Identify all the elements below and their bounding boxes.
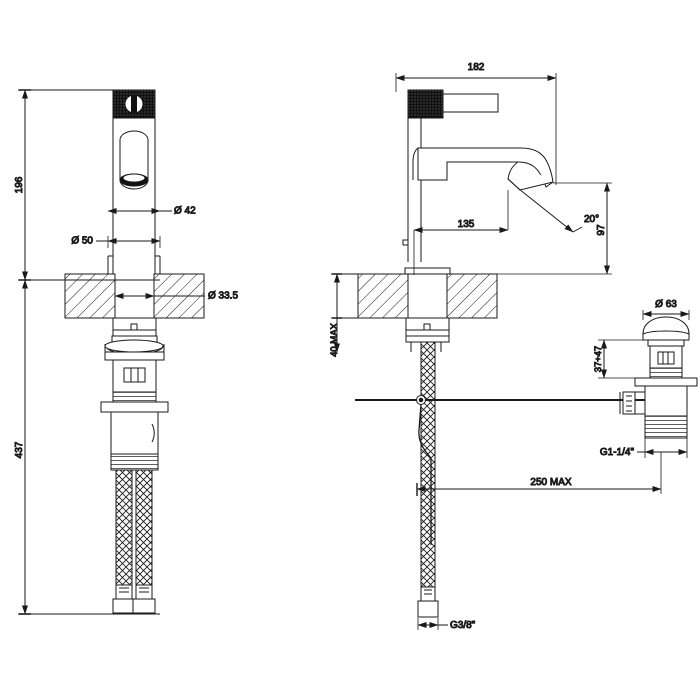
- dim-g114: G1-1/4": [599, 438, 688, 459]
- dim-g38: G3/8": [417, 618, 476, 632]
- dim-37-47-text: 37÷47: [593, 346, 604, 372]
- dim-angle-20: 20°: [518, 188, 600, 233]
- front-body: [112, 118, 156, 274]
- dim-196: 196: [14, 89, 160, 281]
- side-deck-section: [357, 267, 498, 319]
- dim-37-47: 37÷47: [593, 339, 646, 379]
- dim-437-text: 437: [14, 441, 25, 458]
- front-handle-knurl: [112, 89, 156, 119]
- dim-d50: Ø 50: [71, 235, 161, 248]
- front-undersink-assembly: [100, 317, 169, 471]
- dim-250max-text: 250 MAX: [530, 477, 571, 488]
- side-handle: [407, 89, 499, 119]
- waste-flange: [634, 377, 698, 387]
- side-view: 182 135 97 20°: [329, 62, 662, 632]
- dim-d42-text: Ø 42: [174, 206, 196, 217]
- waste-body: [619, 385, 688, 439]
- detail-view-popup-waste: Ø 63 37÷47 G1-1/4": [593, 299, 698, 459]
- front-base-ring: [107, 255, 161, 274]
- dim-97: 97: [497, 182, 612, 275]
- dim-d42: Ø 42: [107, 205, 197, 217]
- dim-d63: Ø 63: [642, 299, 690, 320]
- dim-angle-20-text: 20°: [584, 214, 599, 225]
- dim-d335-text: Ø 33.5: [208, 291, 238, 302]
- dim-135-text: 135: [458, 219, 475, 230]
- front-view: 196 Ø 42 Ø 50 Ø 33.5: [14, 89, 239, 615]
- dim-d50-text: Ø 50: [71, 236, 93, 247]
- dim-135: 135: [413, 190, 509, 275]
- dim-437: 437: [14, 279, 160, 615]
- waste-cap: [642, 316, 690, 341]
- side-undersink-assembly: [405, 317, 450, 352]
- dim-d63-text: Ø 63: [655, 299, 677, 310]
- side-flex-hose: [417, 341, 439, 618]
- dim-g38-text: G3/8": [450, 620, 476, 631]
- dim-40max-text: 40 MAX: [329, 322, 340, 356]
- dim-182: 182: [395, 62, 557, 185]
- side-liftrod: [355, 395, 661, 545]
- dim-g114-text: G1-1/4": [600, 447, 635, 458]
- dim-182-text: 182: [468, 62, 485, 73]
- dim-97-text: 97: [596, 224, 607, 236]
- dim-196-text: 196: [14, 176, 25, 193]
- dim-250max: 250 MAX: [416, 452, 662, 496]
- side-riser: [402, 118, 422, 262]
- waste-stem: [647, 339, 685, 379]
- dim-40max: 40 MAX: [329, 273, 360, 357]
- dim-d335: Ø 33.5: [114, 290, 239, 302]
- side-spout: [412, 147, 554, 191]
- front-flex-hoses: [112, 469, 156, 614]
